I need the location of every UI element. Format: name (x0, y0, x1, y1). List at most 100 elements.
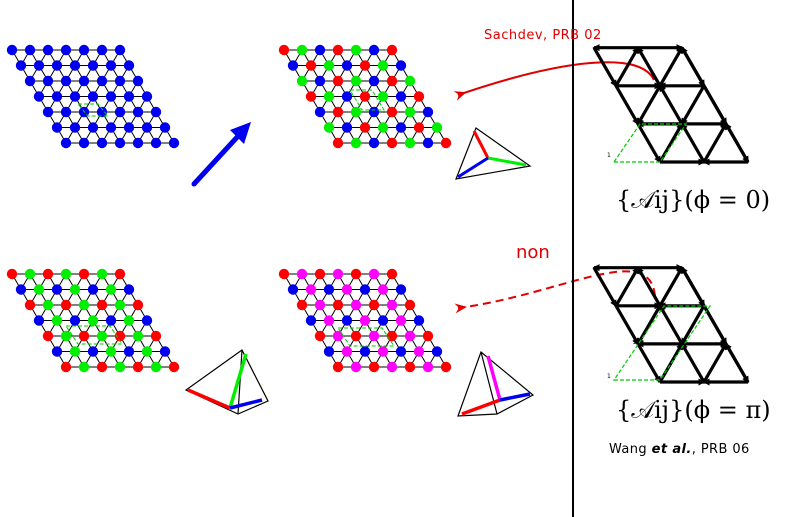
lattice-site (332, 44, 344, 56)
lattice-site (15, 284, 27, 295)
lattice-site (305, 60, 317, 71)
lattice-site (287, 284, 299, 295)
lattice-site (422, 330, 434, 342)
lattice-site (359, 284, 371, 295)
lattice-site (42, 44, 54, 56)
lattice-site (168, 361, 180, 373)
lattice-site (114, 299, 126, 311)
lattice-site (42, 299, 54, 311)
lattice-site (368, 330, 380, 342)
lattice-site (132, 361, 144, 373)
lattice-site (123, 284, 135, 295)
lattice-site (395, 346, 407, 357)
lattice-site (359, 122, 371, 133)
lattice-site (150, 330, 162, 342)
oriented-bond (614, 46, 640, 87)
lattice-site (368, 361, 380, 373)
lattice-site (422, 137, 434, 149)
lattice-site (350, 299, 362, 311)
lattice-site (386, 361, 398, 373)
lattice-site (114, 137, 126, 149)
lattice-site (323, 122, 335, 133)
lattice-site (159, 122, 171, 133)
lattice-site (359, 315, 371, 326)
lattice-site (96, 361, 108, 373)
lattice-site (42, 106, 54, 118)
lattice-site (422, 106, 434, 118)
lattice-site (96, 137, 108, 149)
lattice-site (24, 299, 36, 311)
lattice-site (87, 346, 99, 357)
lattice-site (386, 137, 398, 149)
lattice-site (323, 91, 335, 102)
lattice-site (24, 75, 36, 87)
lattice-site (141, 91, 153, 102)
lattice-site (377, 315, 389, 326)
lattice-site (395, 315, 407, 326)
lattice-site (368, 268, 380, 280)
flux-pi-label: {𝒜ij}(ϕ = π) (616, 396, 771, 424)
tetrahedral-lattice-a (6, 268, 180, 373)
lattice-site (69, 315, 81, 326)
oriented-bond (658, 304, 684, 345)
lattice-site (114, 361, 126, 373)
sachdev-arrow (453, 61, 655, 101)
lattice-site (96, 330, 108, 342)
lattice-site (123, 346, 135, 357)
ferromagnet-lattice (6, 44, 180, 149)
lattice-site (87, 122, 99, 133)
lattice-site (377, 284, 389, 295)
oriented-bond (724, 343, 750, 384)
lattice-site (60, 361, 72, 373)
lattice-site (314, 268, 326, 280)
oriented-bond (658, 266, 684, 307)
lattice-site (33, 284, 45, 295)
lattice-site (314, 75, 326, 87)
lattice-site (123, 60, 135, 71)
lattice-site (368, 137, 380, 149)
oriented-bond (658, 122, 684, 163)
lattice-site (69, 91, 81, 102)
lattice-site (114, 75, 126, 87)
lattice-site (386, 44, 398, 56)
lattice-site (114, 330, 126, 342)
tetrahedral-spin-icon-a (184, 349, 269, 415)
lattice-site (105, 122, 117, 133)
lattice-site (24, 44, 36, 56)
lattice-site (368, 75, 380, 87)
lattice-site (386, 330, 398, 342)
cell-index-1-bottom: 1 (607, 373, 611, 380)
lattice-site (96, 299, 108, 311)
lattice-site (96, 44, 108, 56)
oriented-bond (680, 46, 706, 88)
lattice-site (105, 91, 117, 102)
lattice-site (296, 268, 308, 280)
oriented-bond (636, 304, 662, 346)
lattice-site (332, 75, 344, 87)
oriented-bond (702, 342, 728, 383)
lattice-site (305, 284, 317, 295)
wang-suffix: , PRB 06 (691, 442, 750, 457)
lattice-site (287, 60, 299, 71)
lattice-site (386, 75, 398, 87)
oriented-bond (636, 343, 662, 384)
lattice-site (350, 137, 362, 149)
lattice-site (404, 361, 416, 373)
lattice-site (395, 122, 407, 133)
lattice-site (413, 122, 425, 133)
lattice-site (6, 44, 18, 56)
oriented-bond (636, 123, 662, 164)
lattice-site (78, 137, 90, 149)
oriented-bond (680, 304, 706, 346)
lattice-site (78, 330, 90, 342)
oriented-bond (614, 84, 640, 126)
lattice-site (69, 122, 81, 133)
lattice-site (350, 268, 362, 280)
lattice-site (332, 299, 344, 311)
oriented-bond (680, 84, 706, 126)
lattice-site (323, 346, 335, 357)
oriented-bond (658, 46, 684, 87)
lattice-site (69, 346, 81, 357)
lattice-site (314, 106, 326, 118)
